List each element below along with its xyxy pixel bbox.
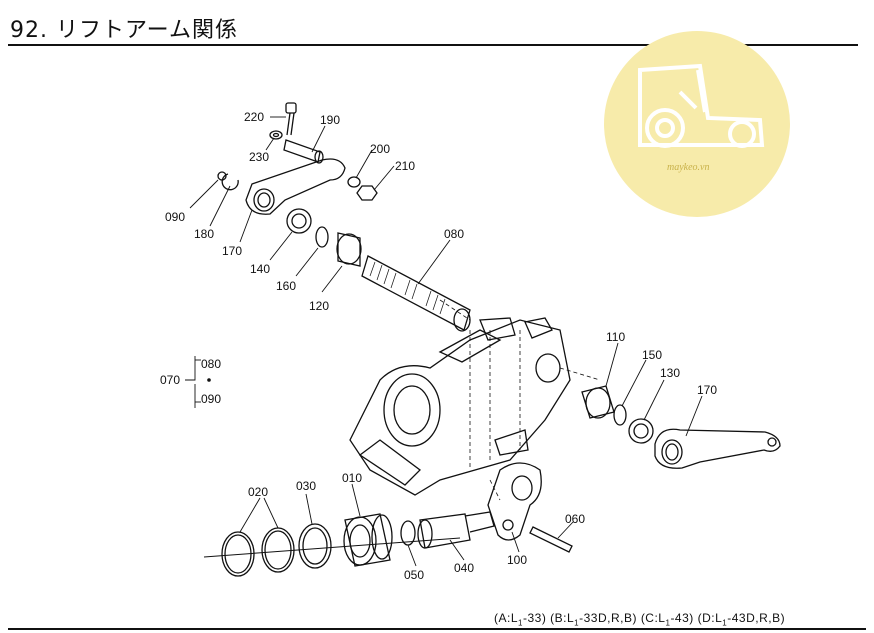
label-170-upper: 170 (222, 244, 242, 258)
watermark-text: maykeo.vn (667, 162, 709, 173)
part-200 (347, 176, 361, 188)
label-090-group: 090 (201, 392, 221, 406)
tractor-icon (638, 63, 765, 148)
part-160 (315, 226, 329, 248)
part-230 (269, 130, 283, 140)
part-labels: 220 190 230 200 210 090 180 170 140 160 … (160, 110, 717, 582)
label-180: 180 (194, 227, 214, 241)
label-150: 150 (642, 348, 662, 362)
label-080-group: 080 (201, 357, 221, 371)
lower-assembly (203, 462, 573, 577)
part-220 (285, 102, 297, 114)
part-020a (221, 531, 255, 577)
label-130: 130 (660, 366, 680, 380)
title-underline (8, 44, 858, 46)
label-200: 200 (370, 142, 390, 156)
lift-housing (349, 299, 601, 501)
footer-rule (8, 628, 866, 630)
part-210 (356, 185, 378, 201)
part-170-right (654, 428, 781, 469)
legend-model-a: (A:L1-33) (494, 611, 547, 628)
label-040: 040 (454, 561, 474, 575)
label-070: 070 (160, 373, 180, 387)
legend-model-d: (D:L1-43D,R,B) (697, 611, 786, 628)
label-210: 210 (395, 159, 415, 173)
label-020: 020 (248, 485, 268, 499)
part-110 (581, 385, 615, 419)
part-060 (529, 526, 573, 553)
label-110: 110 (606, 330, 625, 344)
leader-lines (185, 116, 703, 567)
model-legend: (A:L1-33) (B:L1-33D,R,B) (C:L1-43) (D:L1… (494, 611, 785, 627)
label-100: 100 (507, 553, 527, 567)
legend-model-c: (C:L1-43) (640, 611, 694, 628)
part-040 (419, 513, 471, 549)
label-060: 060 (565, 512, 585, 526)
label-230: 230 (249, 150, 269, 164)
label-010: 010 (342, 471, 362, 485)
label-080: 080 (444, 227, 464, 241)
part-130 (628, 418, 654, 444)
label-030: 030 (296, 479, 316, 493)
upper-assembly (217, 102, 471, 332)
bullet-dot (207, 378, 211, 382)
label-220: 220 (244, 110, 264, 124)
part-020b (261, 527, 295, 573)
label-090-upper: 090 (165, 210, 185, 224)
watermark-logo: maykeo.vn (604, 31, 790, 217)
label-160: 160 (276, 279, 296, 293)
label-050: 050 (404, 568, 424, 582)
legend-model-b: (B:L1-33D,R,B) (550, 611, 637, 628)
part-180 (221, 173, 239, 191)
label-140: 140 (250, 262, 270, 276)
page-title: 92. リフトアーム関係 (10, 18, 239, 43)
watermark-circle (604, 31, 790, 217)
part-140 (286, 208, 312, 234)
label-120: 120 (309, 299, 329, 313)
part-150 (613, 404, 627, 426)
right-assembly (581, 385, 781, 469)
label-170-right: 170 (697, 383, 717, 397)
part-100 (487, 462, 542, 541)
part-170-upper (245, 158, 346, 215)
part-030 (298, 523, 332, 569)
label-190: 190 (320, 113, 340, 127)
part-120 (337, 232, 361, 267)
